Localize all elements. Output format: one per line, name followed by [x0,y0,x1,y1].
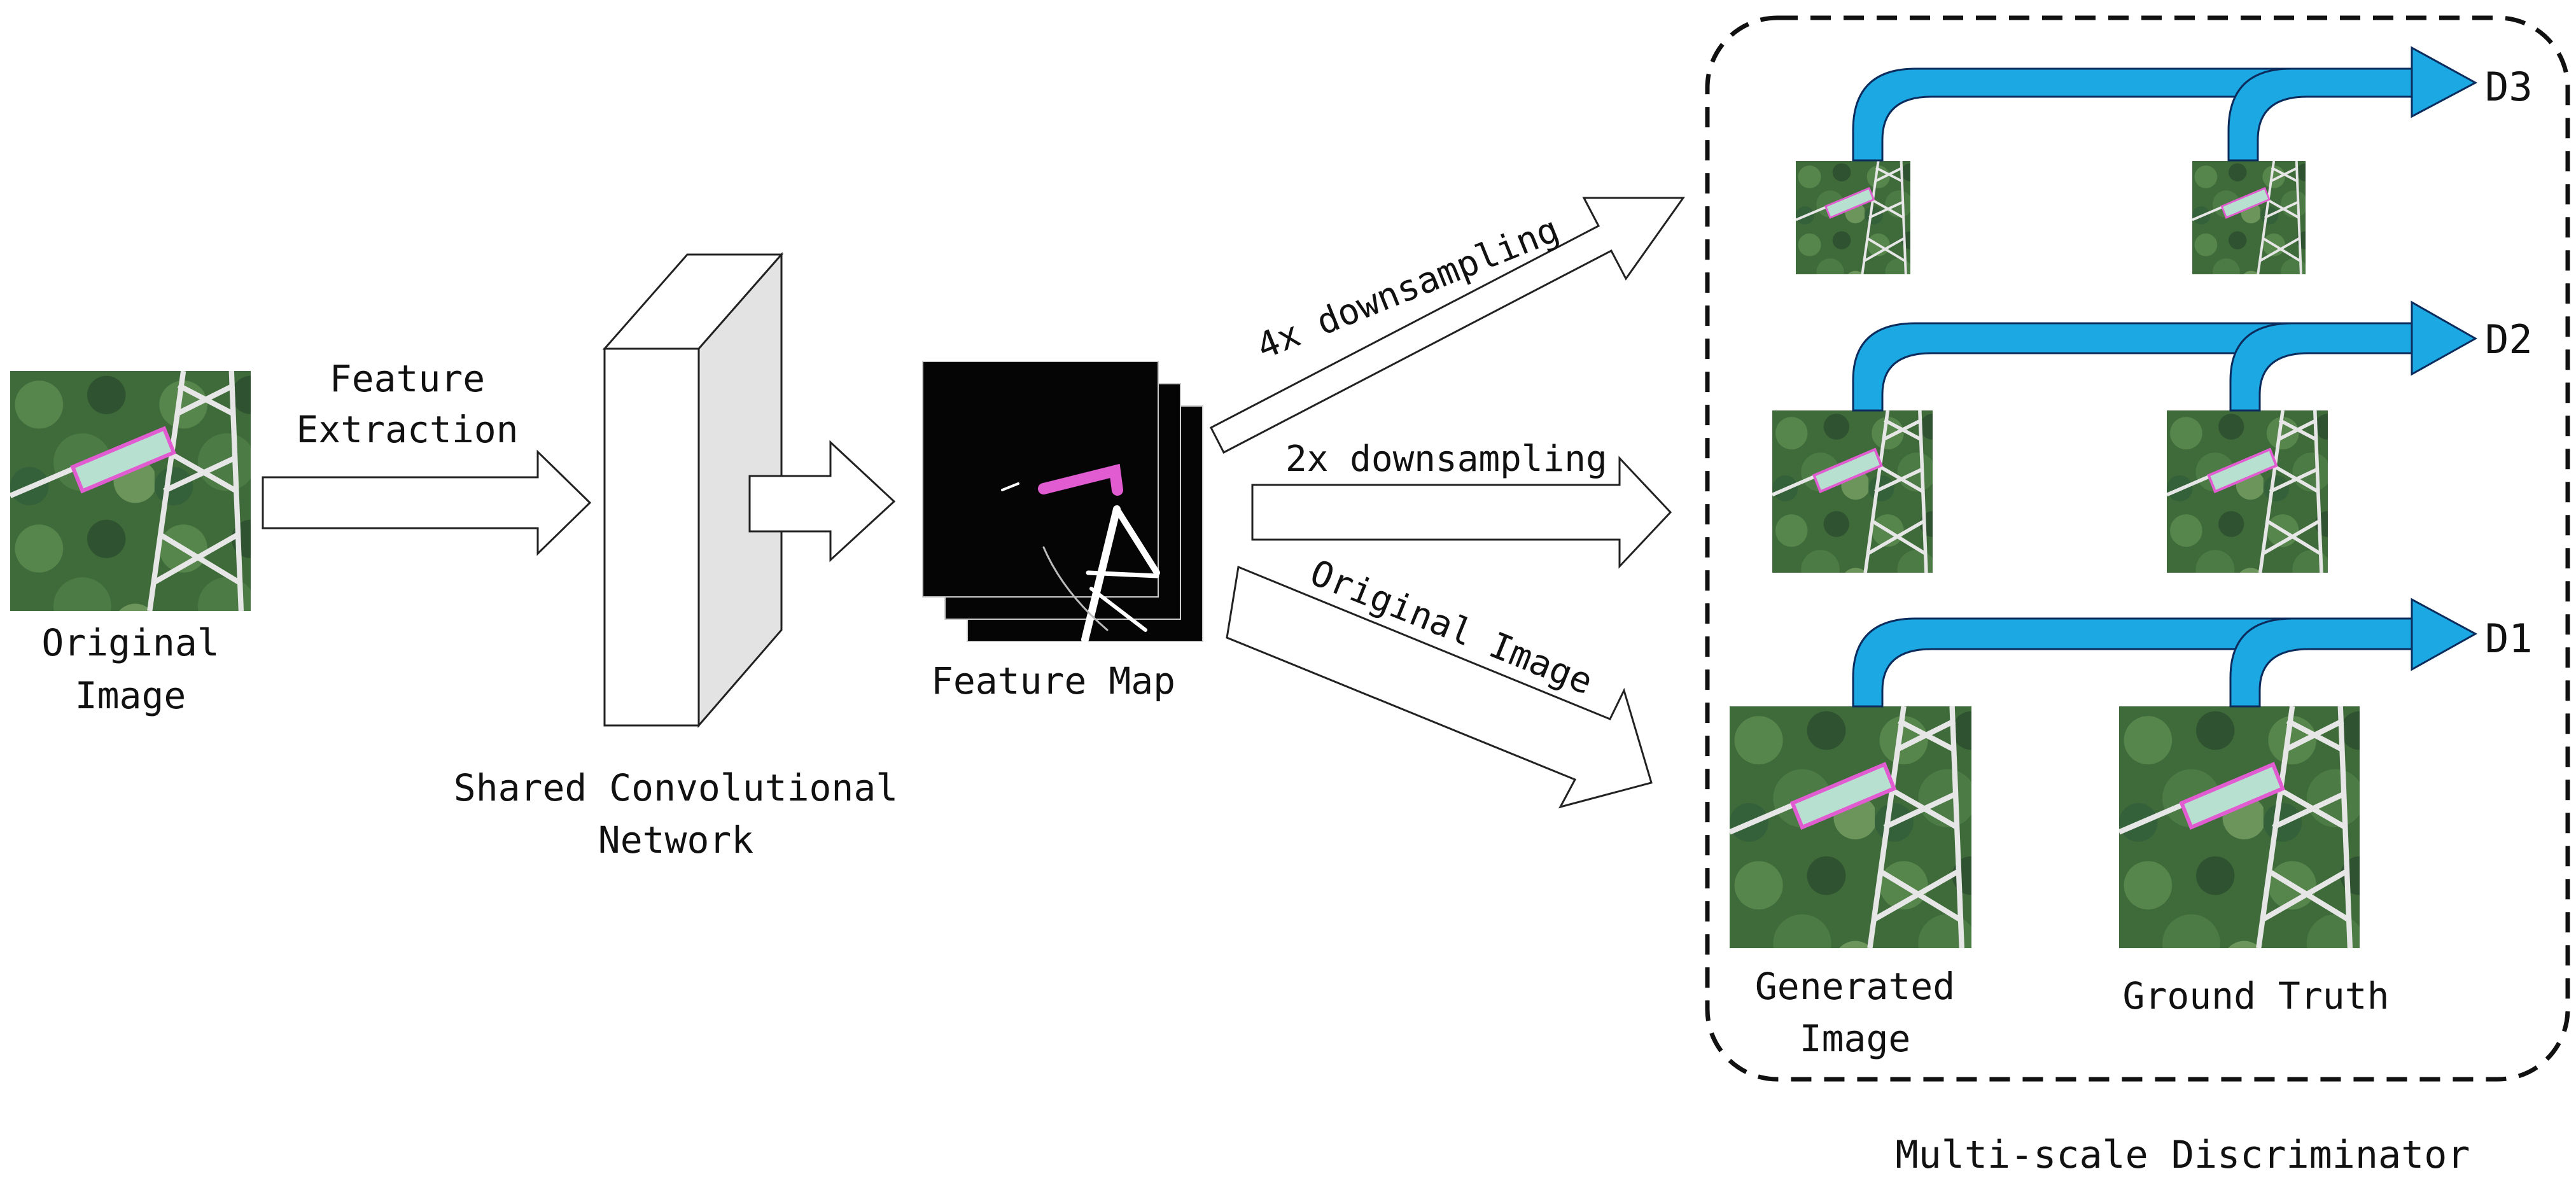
feature-extraction-label-line1: Feature [330,357,485,400]
d2-flow-arrow-generated [1852,300,2478,412]
output-d1: D1 [2485,615,2533,662]
ground-truth-image-medium [2167,410,2328,573]
discriminator-box [1705,15,2570,1082]
generated-image-medium [1772,410,1933,573]
generated-image-label-line2: Image [1800,1017,1911,1060]
shared-convolutional-network-block [602,252,784,729]
shared-network-label-line1: Shared Convolutional [454,766,898,809]
d3-flow-arrow-ground-truth [2227,67,2413,162]
generated-image-label-line1: Generated [1755,965,1955,1008]
output-d3: D3 [2485,64,2533,110]
branch-arrow-original [1226,565,1653,809]
feature-map-highlight [1038,463,1123,496]
d1-flow-arrow-generated [1852,598,2478,708]
d1-flow-arrow-ground-truth [2229,617,2413,708]
branch-arrow-4x [1209,197,1685,454]
network-to-feature-map-arrow [748,440,896,563]
d2-flow-arrow-ground-truth [2229,322,2413,412]
ground-truth-image-small [2192,161,2306,274]
feature-extraction-arrow [262,449,592,556]
branch-arrow-2x [1251,456,1672,569]
branch-label-2x: 2x downsampling [1285,438,1607,480]
original-image-label-line2: Image [75,674,186,717]
d3-flow-arrow-generated [1852,46,2478,162]
original-image-label-line1: Original [41,621,219,664]
ground-truth-label: Ground Truth [2122,974,2389,1018]
discriminator-title: Multi-scale Discriminator [1895,1133,2470,1177]
shared-network-label-line2: Network [598,818,754,862]
generated-image-small [1796,161,1910,274]
generated-image-large [1730,706,1971,948]
feature-map-label: Feature Map [931,659,1175,703]
ground-truth-image-large [2119,706,2360,948]
feature-map-stack [922,361,1203,643]
feature-extraction-label-line2: Extraction [296,408,518,451]
original-image-thumbnail [10,371,251,611]
output-d2: D2 [2485,316,2533,363]
